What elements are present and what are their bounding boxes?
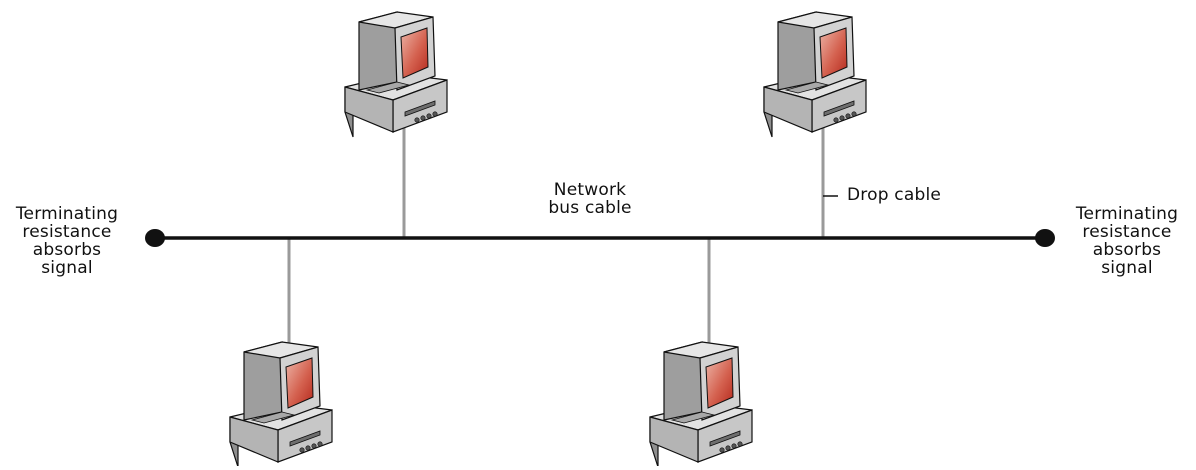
computer-icon [344,11,448,138]
left-terminator-dot [145,229,165,247]
right-terminator-dot [1035,229,1055,247]
computer-icon [229,341,333,468]
bus-cable-label: Network bus cable [548,180,632,218]
computer-icon [649,341,753,468]
drop-cable-label: Drop cable [847,185,942,205]
computer-icon [763,11,867,138]
right-terminator-label: Terminating resistance absorbs signal [1075,204,1179,278]
left-terminator-label: Terminating resistance absorbs signal [15,204,119,278]
